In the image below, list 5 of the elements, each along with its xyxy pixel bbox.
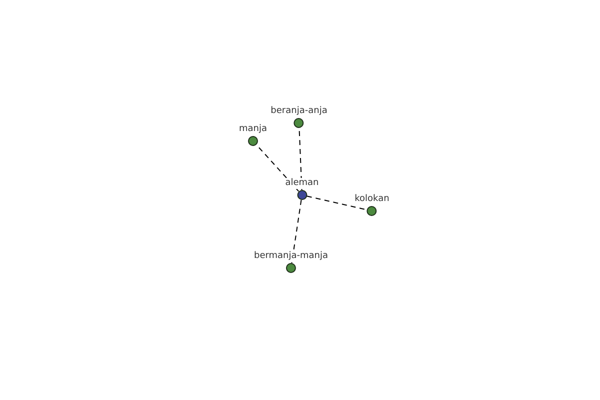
node-label: beranja-anja: [270, 106, 328, 117]
node-label: aleman: [284, 178, 320, 189]
node-label: bermanja-manja: [252, 251, 330, 262]
dashed-connector: [291, 199, 302, 264]
node-label: manja: [238, 124, 268, 135]
